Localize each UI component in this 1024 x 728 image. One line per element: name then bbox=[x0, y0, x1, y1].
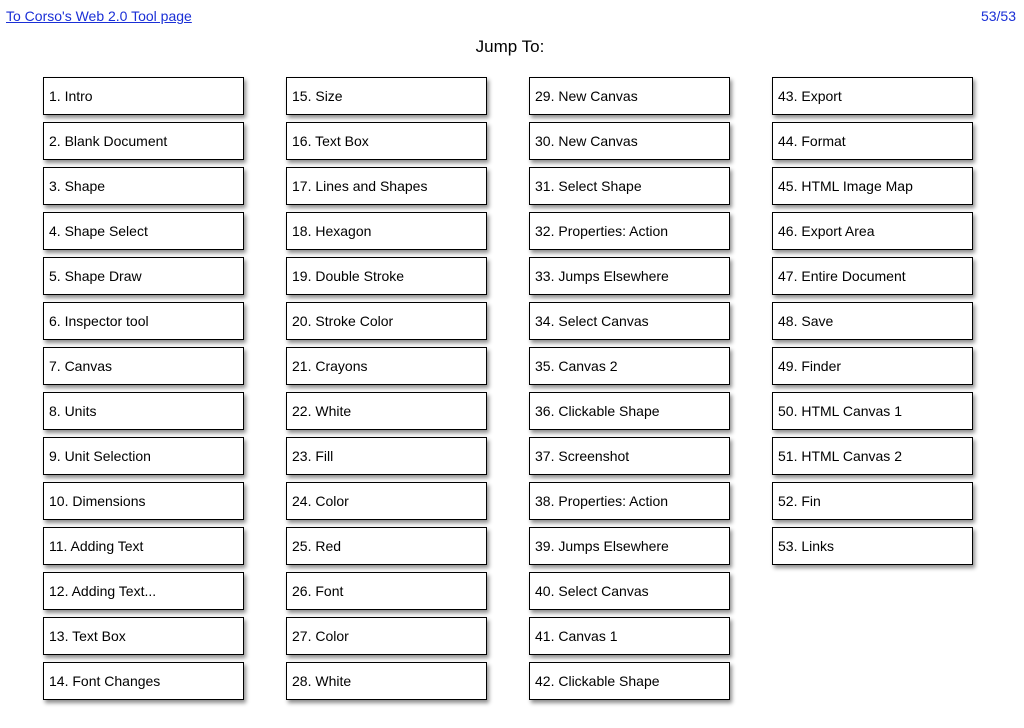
slide-index-columns: 1. Intro 2. Blank Document 3. Shape 4. S… bbox=[43, 77, 973, 707]
slide-link-button[interactable]: 23. Fill bbox=[286, 437, 487, 475]
slide-link-button[interactable]: 19. Double Stroke bbox=[286, 257, 487, 295]
slide-link-button[interactable]: 53. Links bbox=[772, 527, 973, 565]
slide-link-button[interactable]: 43. Export bbox=[772, 77, 973, 115]
slide-link-button[interactable]: 33. Jumps Elsewhere bbox=[529, 257, 730, 295]
slide-link-button[interactable]: 42. Clickable Shape bbox=[529, 662, 730, 700]
slide-link-button[interactable]: 8. Units bbox=[43, 392, 244, 430]
slide-link-button[interactable]: 24. Color bbox=[286, 482, 487, 520]
slide-link-button[interactable]: 41. Canvas 1 bbox=[529, 617, 730, 655]
slide-link-button[interactable]: 29. New Canvas bbox=[529, 77, 730, 115]
slide-column-1: 1. Intro 2. Blank Document 3. Shape 4. S… bbox=[43, 77, 244, 707]
slide-link-button[interactable]: 10. Dimensions bbox=[43, 482, 244, 520]
slide-link-button[interactable]: 47. Entire Document bbox=[772, 257, 973, 295]
slide-link-button[interactable]: 2. Blank Document bbox=[43, 122, 244, 160]
slide-link-button[interactable]: 45. HTML Image Map bbox=[772, 167, 973, 205]
slide-link-button[interactable]: 14. Font Changes bbox=[43, 662, 244, 700]
slide-link-button[interactable]: 4. Shape Select bbox=[43, 212, 244, 250]
slide-link-button[interactable]: 22. White bbox=[286, 392, 487, 430]
slide-link-button[interactable]: 44. Format bbox=[772, 122, 973, 160]
slide-link-button[interactable]: 26. Font bbox=[286, 572, 487, 610]
slide-link-button[interactable]: 28. White bbox=[286, 662, 487, 700]
slide-link-button[interactable]: 11. Adding Text bbox=[43, 527, 244, 565]
slide-link-button[interactable]: 7. Canvas bbox=[43, 347, 244, 385]
slide-link-button[interactable]: 6. Inspector tool bbox=[43, 302, 244, 340]
slide-link-button[interactable]: 37. Screenshot bbox=[529, 437, 730, 475]
slide-link-button[interactable]: 48. Save bbox=[772, 302, 973, 340]
slide-link-button[interactable]: 21. Crayons bbox=[286, 347, 487, 385]
slide-link-button[interactable]: 25. Red bbox=[286, 527, 487, 565]
slide-link-button[interactable]: 51. HTML Canvas 2 bbox=[772, 437, 973, 475]
slide-link-button[interactable]: 46. Export Area bbox=[772, 212, 973, 250]
slide-link-button[interactable]: 16. Text Box bbox=[286, 122, 487, 160]
slide-link-button[interactable]: 52. Fin bbox=[772, 482, 973, 520]
slide-link-button[interactable]: 35. Canvas 2 bbox=[529, 347, 730, 385]
slide-link-button[interactable]: 3. Shape bbox=[43, 167, 244, 205]
slide-link-button[interactable]: 5. Shape Draw bbox=[43, 257, 244, 295]
slide-link-button[interactable]: 15. Size bbox=[286, 77, 487, 115]
slide-link-button[interactable]: 27. Color bbox=[286, 617, 487, 655]
slide-link-button[interactable]: 34. Select Canvas bbox=[529, 302, 730, 340]
slide-link-button[interactable]: 40. Select Canvas bbox=[529, 572, 730, 610]
slide-link-button[interactable]: 12. Adding Text... bbox=[43, 572, 244, 610]
slide-link-button[interactable]: 50. HTML Canvas 1 bbox=[772, 392, 973, 430]
slide-column-4: 43. Export 44. Format 45. HTML Image Map… bbox=[772, 77, 973, 707]
slide-link-button[interactable]: 30. New Canvas bbox=[529, 122, 730, 160]
slide-link-button[interactable]: 13. Text Box bbox=[43, 617, 244, 655]
page-counter: 53/53 bbox=[980, 8, 1016, 24]
slide-column-2: 15. Size 16. Text Box 17. Lines and Shap… bbox=[286, 77, 487, 707]
slide-link-button[interactable]: 32. Properties: Action bbox=[529, 212, 730, 250]
slide-link-button[interactable]: 31. Select Shape bbox=[529, 167, 730, 205]
slide-link-button[interactable]: 18. Hexagon bbox=[286, 212, 487, 250]
slide-link-button[interactable]: 17. Lines and Shapes bbox=[286, 167, 487, 205]
slide-column-3: 29. New Canvas 30. New Canvas 31. Select… bbox=[529, 77, 730, 707]
slide-link-button[interactable]: 39. Jumps Elsewhere bbox=[529, 527, 730, 565]
slide-link-button[interactable]: 49. Finder bbox=[772, 347, 973, 385]
slide-link-button[interactable]: 38. Properties: Action bbox=[529, 482, 730, 520]
slide-link-button[interactable]: 1. Intro bbox=[43, 77, 244, 115]
back-to-tool-page-link[interactable]: To Corso's Web 2.0 Tool page bbox=[6, 8, 192, 24]
slide-link-button[interactable]: 20. Stroke Color bbox=[286, 302, 487, 340]
page-title: Jump To: bbox=[475, 37, 545, 56]
slide-link-button[interactable]: 9. Unit Selection bbox=[43, 437, 244, 475]
slide-link-button[interactable]: 36. Clickable Shape bbox=[529, 392, 730, 430]
